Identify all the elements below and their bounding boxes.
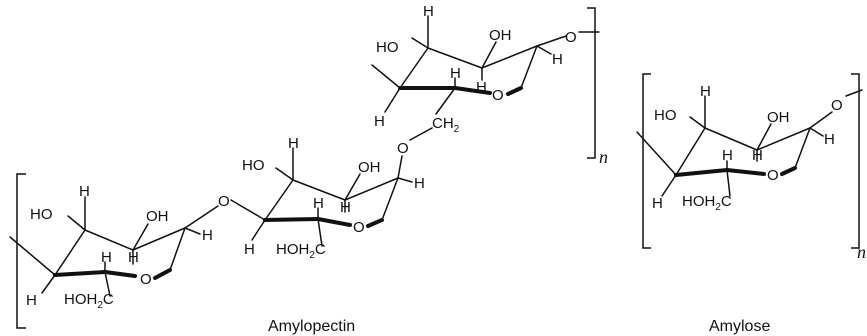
ring1-oxygen-label: O	[140, 271, 152, 288]
amylose-left-bracket	[642, 73, 651, 249]
ring2-oh-label: OH	[358, 159, 381, 176]
ring3-oxygen-label: O	[492, 87, 504, 104]
amylose-glucose-ring	[636, 89, 863, 197]
ch2-c5-bond	[435, 87, 456, 115]
ring2-hoh2c-label: HOH2C	[276, 241, 326, 261]
glucose-ring-1	[9, 196, 219, 297]
amylose-ring-oxygen-label: O	[767, 167, 779, 184]
ring3-ch2-label: CH2	[432, 115, 460, 135]
glycosidic-bond-1	[230, 199, 266, 221]
amylose-terminal-oxygen-label: O	[831, 97, 843, 114]
amylose-h-c5-label: H	[722, 147, 733, 164]
amylose-hoh2c-label: HOH2C	[682, 193, 732, 213]
amylose-oh-label: OH	[767, 109, 790, 126]
amylose-h-bottom-label: H	[652, 195, 663, 212]
glucose-ring-2	[251, 147, 413, 247]
branch-o-ch2-bond	[409, 127, 433, 141]
ring1-h-top-label: H	[79, 183, 90, 200]
ring2-h-anomeric-label: H	[414, 175, 425, 192]
amylopectin-right-bracket	[587, 7, 596, 159]
ring2-h-bottom-label: H	[244, 241, 255, 258]
amylose-h-anomeric-label: H	[824, 131, 835, 148]
ring2-h-c5-label: H	[313, 195, 324, 212]
ring3-h-mid-label: H	[476, 79, 487, 96]
ring1-h-c5-label: H	[101, 249, 112, 266]
ring3-terminal-oxygen-label: O	[565, 29, 577, 46]
ring2-h-mid-label: H	[340, 199, 351, 216]
ring3-oh-label: OH	[489, 27, 512, 44]
ring1-h-bottom-label: H	[26, 292, 37, 309]
ring1-hoh2c-label: HOH2C	[64, 291, 114, 311]
amylopectin-repeat-n: n	[599, 147, 608, 167]
ring3-ho-label: HO	[376, 39, 399, 56]
ring1-h-mid-label: H	[128, 249, 139, 266]
ring1-ho-label: HO	[30, 206, 53, 223]
amylose-h-mid-label: H	[752, 147, 763, 164]
ring2-oxygen-label: O	[353, 219, 365, 236]
ring3-h-top-label: H	[423, 3, 434, 20]
amylopectin-caption: Amylopectin	[268, 318, 355, 335]
ring3-h-anomeric-label: H	[552, 51, 563, 68]
amylose-repeat-n: n	[857, 242, 866, 262]
amylose-right-bracket	[851, 73, 860, 249]
ring1-h-anomeric-label: H	[202, 227, 213, 244]
glycosidic-oxygen-1-label: O	[218, 193, 230, 210]
amylopectin-left-bracket	[16, 173, 26, 329]
amylose-caption: Amylose	[709, 318, 770, 335]
ring1-oh-label: OH	[146, 208, 169, 225]
ring2-h-top-label: H	[288, 135, 299, 152]
glycosidic-oxygen-branch-label: O	[397, 140, 409, 157]
ring3-h-c5-label: H	[450, 65, 461, 82]
amylose-ho-label: HO	[654, 107, 677, 124]
amylose-h-top-label: H	[700, 83, 711, 100]
ring3-h-bottom-label: H	[374, 113, 385, 130]
ring2-ho-label: HO	[242, 157, 265, 174]
